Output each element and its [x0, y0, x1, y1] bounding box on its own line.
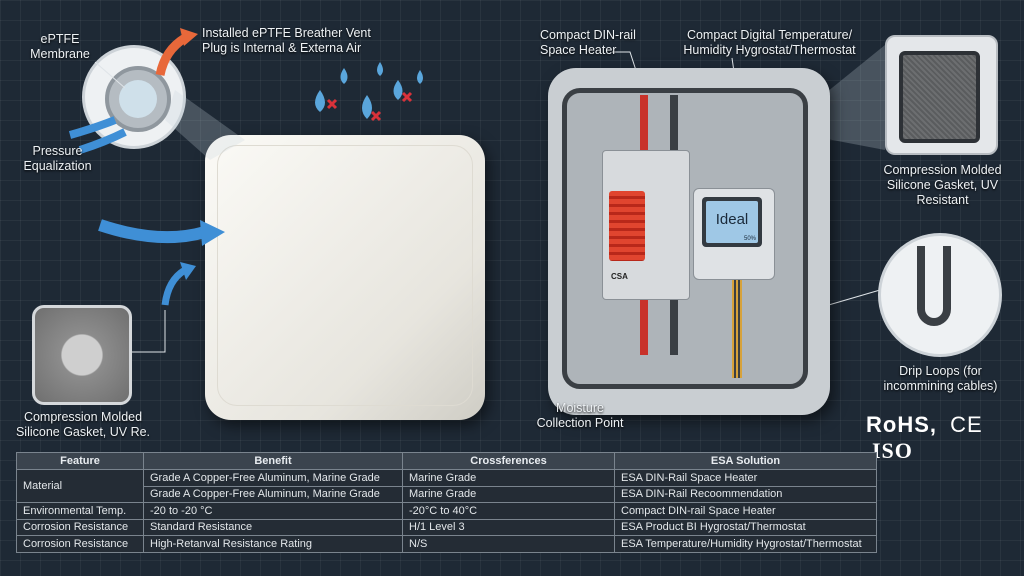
heater-brand: CSA [611, 272, 628, 281]
header-crossferences: Crossferences [402, 452, 615, 470]
label-gasket-right: Compression Molded Silicone Gasket, UV R… [883, 163, 1002, 207]
label-drip-loops: Drip Loops (for incommining cables) [883, 364, 998, 393]
digital-hygrostat: Ideal 50% [693, 188, 775, 280]
cell-benefit: -20 to -20 °C [143, 502, 403, 520]
air-in-arrow-icon [68, 116, 117, 139]
table-row: Grade A Copper-Free Aluminum, Marine Gra… [17, 485, 877, 503]
airflow-arrow-icon [98, 219, 207, 244]
table-row: Environmental Temp. -20 to -20 °C -20°C … [16, 502, 877, 520]
cell-esa: ESA Product BI Hygrostat/Thermostat [614, 518, 877, 536]
water-drops-icon [315, 62, 423, 119]
comparison-table: Feature Benefit Crossferences ESA Soluti… [16, 452, 877, 553]
cell-cross: N/S [402, 535, 615, 553]
heater-coil-icon [609, 191, 645, 261]
cell-esa: Compact DIN-rail Space Heater [614, 502, 877, 520]
cell-feature: Corrosion Resistance [16, 535, 144, 553]
label-vent-plug: Installed ePTFE Breather Vent Plug is In… [202, 26, 371, 55]
cell-esa: ESA Temperature/Humidity Hygrostat/Therm… [614, 535, 877, 553]
cell-esa: ESA DIN-Rail Recoommendation [614, 485, 877, 503]
air-out-arrow-icon [155, 34, 188, 77]
vent-callout-cone [165, 90, 245, 160]
label-din-heater: Compact DIN-rail Space Heater [540, 28, 636, 57]
cell-benefit: High-Retanval Resistance Rating [143, 535, 403, 553]
cell-cross: -20°C to 40°C [402, 502, 615, 520]
drip-loop-detail [878, 233, 1002, 357]
label-eptfe-membrane: ePTFE Membrane [30, 32, 90, 61]
iso-logo: ISO [872, 438, 913, 463]
cell-cross: Marine Grade [402, 469, 615, 487]
cell-cross: H/1 Level 3 [402, 518, 615, 536]
label-digital-thermo: Compact Digital Temperature/ Humidity Hy… [683, 28, 856, 57]
header-esa-solution: ESA Solution [614, 452, 877, 470]
cable-loop-icon [917, 246, 951, 326]
header-benefit: Benefit [143, 452, 403, 470]
blocked-x-icon [326, 91, 413, 122]
table-row: Corrosion Resistance High-Retanval Resis… [16, 535, 877, 553]
din-rail-heater: CSA [602, 150, 690, 300]
cell-cross: Marine Grade [402, 485, 615, 503]
cell-benefit: Grade A Copper-Free Aluminum, Marine Gra… [143, 469, 403, 487]
vent-plug-detail [82, 45, 186, 149]
table-header: Feature Benefit Crossferences ESA Soluti… [16, 452, 877, 470]
label-gasket-left: Compression Molded Silicone Gasket, UV R… [15, 410, 151, 439]
label-pressure-equalization: Pressure Equalization [23, 144, 92, 173]
rohs-logo: RoHS, [866, 412, 937, 437]
gasket-zoom-detail [885, 35, 998, 155]
cell-benefit: Standard Resistance [143, 518, 403, 536]
cell-feature: Environmental Temp. [16, 502, 144, 520]
thermo-display-text: Ideal [715, 211, 749, 228]
gasket-texture-thumbnail [32, 305, 132, 405]
cell-feature: Corrosion Resistance [16, 518, 144, 536]
ce-logo: CE [950, 412, 983, 437]
sensor-cables [732, 278, 742, 378]
table-row: Corrosion Resistance Standard Resistance… [16, 518, 877, 536]
cell-feature: Material [16, 469, 144, 503]
certifications: RoHS, CE ISO [866, 412, 1024, 464]
sealed-enclosure [205, 135, 485, 420]
table-row: Material Grade A Copper-Free Aluminum, M… [16, 469, 877, 503]
label-moisture-point: Moisture Collection Point [536, 401, 624, 430]
cell-esa: ESA DIN-Rail Space Heater [614, 469, 877, 487]
header-feature: Feature [16, 452, 144, 470]
thermo-humidity: 50% [743, 236, 756, 242]
cell-benefit: Grade A Copper-Free Aluminum, Marine Gra… [143, 485, 403, 503]
